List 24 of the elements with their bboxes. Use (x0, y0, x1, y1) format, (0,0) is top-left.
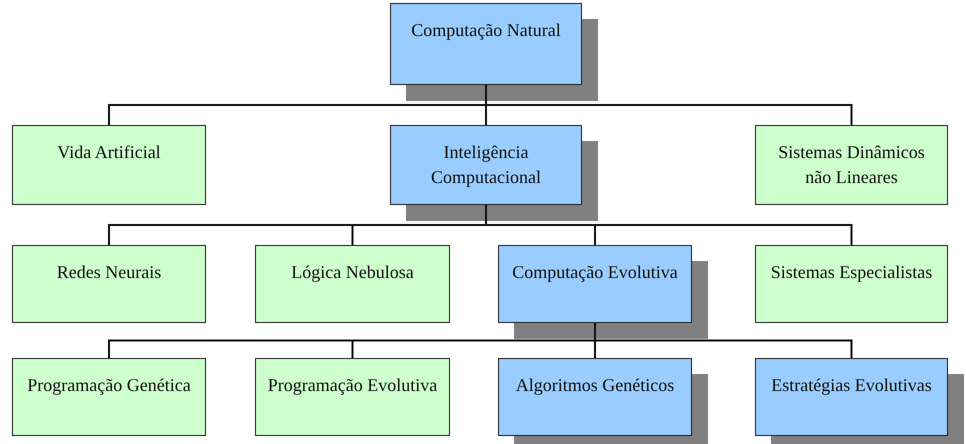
category-box (755, 245, 948, 323)
category-box (12, 358, 206, 436)
node-label: Estratégias Evolutivas (770, 374, 933, 397)
category-box (755, 358, 948, 436)
node-label: Inteligência Computacional (430, 141, 542, 189)
node-label: Programação Genética (26, 374, 192, 397)
category-box (498, 245, 692, 323)
category-box (255, 358, 450, 436)
node-label: Lógica Nebulosa (290, 261, 415, 284)
node-label: Computação Evolutiva (511, 261, 679, 284)
category-box (755, 125, 948, 205)
node-label: Sistemas Especialistas (770, 261, 934, 284)
category-box (255, 245, 450, 323)
node-label: Redes Neurais (56, 261, 162, 284)
category-box (390, 3, 582, 85)
node-label: Sistemas Dinâmicos não Lineares (777, 141, 926, 189)
category-box (390, 125, 582, 205)
node-label: Vida Artificial (56, 141, 162, 164)
node-label: Programação Evolutiva (266, 374, 438, 397)
category-box (498, 358, 692, 436)
category-box (12, 245, 206, 323)
node-label: Algoritmos Genéticos (514, 374, 676, 397)
node-label: Computação Natural (410, 19, 562, 42)
category-box (12, 125, 206, 205)
